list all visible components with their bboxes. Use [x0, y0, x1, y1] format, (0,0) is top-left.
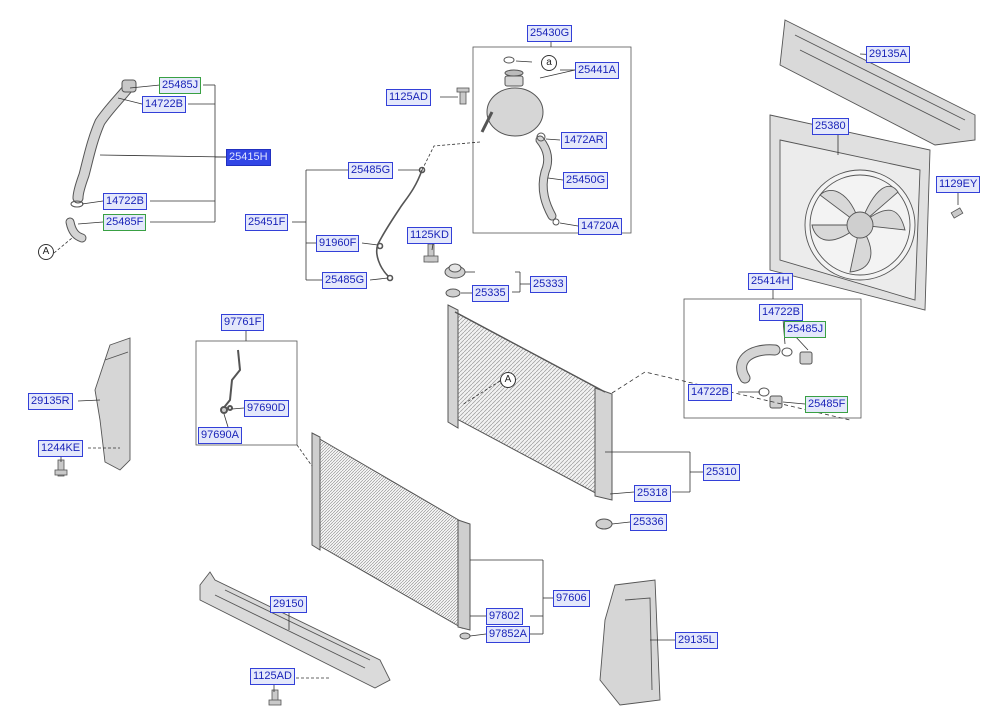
- part-label-25336[interactable]: 25336: [630, 514, 667, 531]
- left-air-guard: [94, 337, 131, 471]
- part-label-25415h[interactable]: 25415H: [226, 149, 271, 166]
- part-label-25333[interactable]: 25333: [530, 276, 567, 293]
- leader-lines: [53, 41, 959, 692]
- upper-radiator-hose: [65, 79, 137, 243]
- part-label-25318[interactable]: 25318: [634, 485, 671, 502]
- upper-air-guard: [779, 19, 976, 146]
- part-label-1125ad-top[interactable]: 1125AD: [386, 89, 431, 106]
- fan-shroud: [769, 114, 931, 311]
- part-label-97690a[interactable]: 97690A: [198, 427, 242, 444]
- part-label-25485j-small[interactable]: 25485J: [784, 321, 827, 338]
- bolts: [54, 87, 964, 706]
- part-label-25441a[interactable]: 25441A: [575, 62, 619, 79]
- part-label-97852a[interactable]: 97852A: [486, 626, 530, 643]
- part-label-25485g-bottom[interactable]: 25485G: [322, 272, 368, 289]
- part-label-25335[interactable]: 25335: [472, 285, 509, 302]
- condenser-bracket: [220, 349, 242, 414]
- callout-A-hose: A: [38, 244, 54, 260]
- part-label-25451f[interactable]: 25451F: [245, 214, 289, 231]
- part-label-25485g-top[interactable]: 25485G: [348, 162, 394, 179]
- part-label-1244ke[interactable]: 1244KE: [38, 440, 84, 457]
- part-label-97802[interactable]: 97802: [486, 608, 523, 625]
- part-label-14720a[interactable]: 14720A: [578, 218, 622, 235]
- small-hose: [736, 344, 813, 409]
- part-label-14722b-small-bottom[interactable]: 14722B: [688, 384, 732, 401]
- part-label-25380[interactable]: 25380: [812, 118, 849, 135]
- part-label-29135a[interactable]: 29135A: [866, 46, 910, 63]
- part-label-1125ad-bottom[interactable]: 1125AD: [250, 668, 295, 685]
- radiator: [447, 304, 613, 501]
- condenser: [311, 432, 471, 640]
- coolant-reservoir: [480, 56, 560, 226]
- part-label-14722b-hose-top[interactable]: 14722B: [142, 96, 186, 113]
- callout-A-radiator: A: [500, 372, 516, 388]
- part-label-97761f[interactable]: 97761F: [221, 314, 265, 331]
- bracket-group-box: [195, 340, 298, 446]
- radiator-hose-group-box: [683, 298, 862, 419]
- part-label-97606[interactable]: 97606: [553, 590, 590, 607]
- part-label-25485f-hose[interactable]: 25485F: [103, 214, 147, 231]
- part-label-29150[interactable]: 29150: [270, 596, 307, 613]
- part-label-25310[interactable]: 25310: [703, 464, 740, 481]
- part-label-25450g[interactable]: 25450G: [563, 172, 609, 189]
- lower-air-guard: [199, 571, 391, 689]
- part-label-25485j-hose[interactable]: 25485J: [159, 77, 202, 94]
- part-label-29135r[interactable]: 29135R: [28, 393, 73, 410]
- callout-a-reservoir: a: [541, 55, 557, 71]
- reservoir-group-box: [472, 46, 632, 234]
- part-label-25414h[interactable]: 25414H: [748, 273, 793, 290]
- part-label-1472ar[interactable]: 1472AR: [561, 132, 607, 149]
- part-label-25430g[interactable]: 25430G: [527, 25, 573, 42]
- drain-hose-line: [375, 166, 426, 282]
- part-label-1125kd[interactable]: 1125KD: [407, 227, 452, 244]
- part-label-14722b-hose-bottom[interactable]: 14722B: [103, 193, 147, 210]
- radiator-caps: [444, 263, 613, 530]
- right-air-guard: [599, 579, 661, 706]
- part-label-91960f[interactable]: 91960F: [316, 235, 360, 252]
- part-label-29135l[interactable]: 29135L: [675, 632, 718, 649]
- part-label-1129ey[interactable]: 1129EY: [936, 176, 981, 193]
- part-label-25485f-small[interactable]: 25485F: [805, 396, 849, 413]
- part-label-14722b-small-top[interactable]: 14722B: [759, 304, 803, 321]
- part-label-97690d[interactable]: 97690D: [244, 400, 289, 417]
